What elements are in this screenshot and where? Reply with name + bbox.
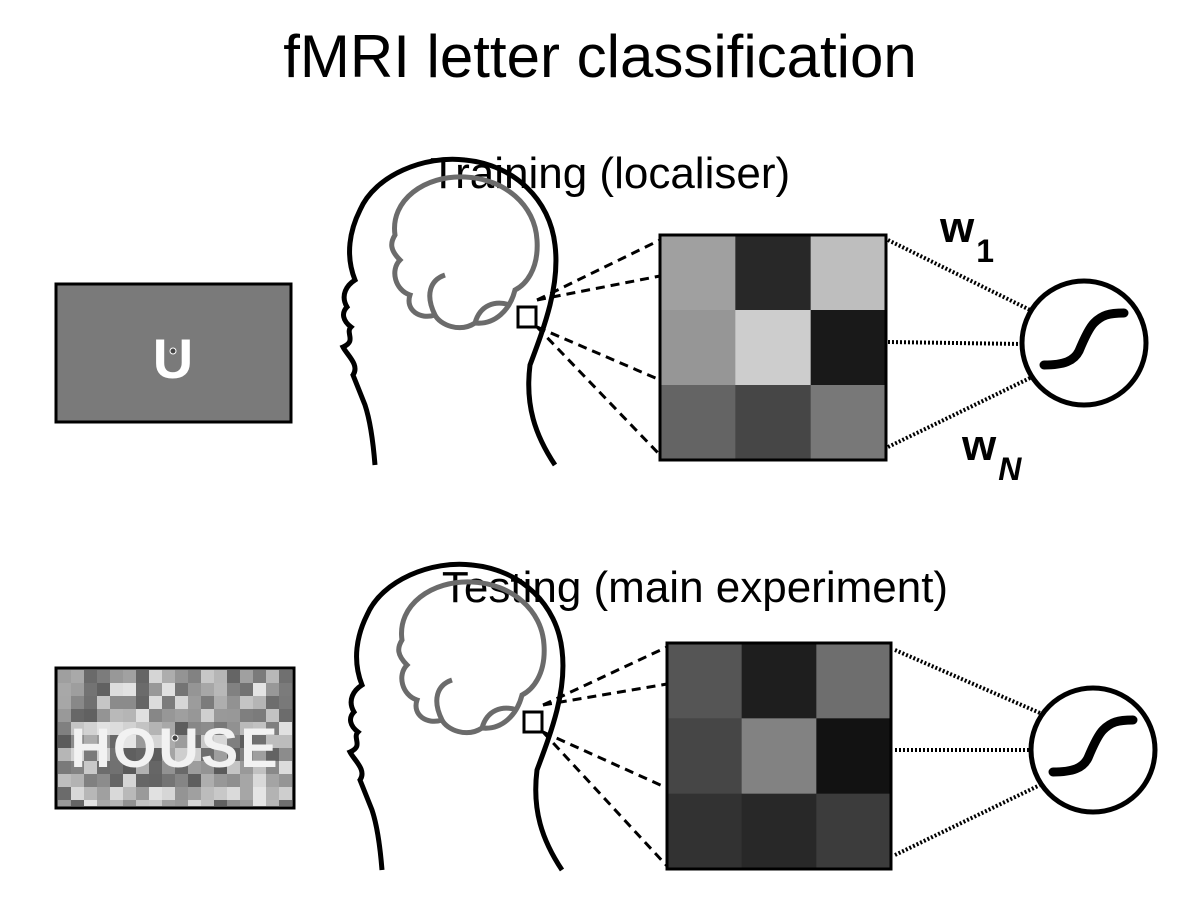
testing-voxel bbox=[741, 643, 817, 719]
training-brain-icon bbox=[392, 177, 537, 328]
training-weight-lines bbox=[887, 238, 1031, 449]
training-stimulus-letter: U bbox=[153, 327, 193, 390]
testing-grid-border bbox=[665, 641, 893, 871]
training-section: Training (localiser) U w1 bbox=[54, 149, 1149, 487]
training-voxel bbox=[810, 235, 887, 311]
testing-stimulus: HOUSE bbox=[54, 666, 296, 810]
training-voxel bbox=[660, 310, 736, 386]
testing-voxel-grid bbox=[665, 641, 893, 871]
training-voxel bbox=[810, 385, 887, 461]
training-voxel bbox=[735, 235, 812, 311]
training-roi-marker bbox=[516, 305, 538, 329]
training-voxel-grid bbox=[658, 233, 888, 462]
training-classifier-node bbox=[1019, 278, 1149, 408]
weight-label-bottom: wN bbox=[961, 421, 1022, 487]
training-voxel bbox=[735, 385, 812, 461]
testing-weight-lines bbox=[894, 648, 1041, 857]
testing-stimulus-noise bbox=[58, 670, 292, 806]
training-heading: Training (localiser) bbox=[430, 149, 790, 198]
training-voxel bbox=[810, 310, 887, 386]
testing-classifier-node bbox=[1028, 685, 1158, 815]
training-grid-border bbox=[658, 233, 888, 462]
training-voxel bbox=[660, 235, 736, 311]
testing-voxel bbox=[816, 793, 892, 870]
training-fixation-dot bbox=[169, 347, 177, 355]
testing-heading: Testing (main experiment) bbox=[442, 563, 948, 612]
training-head-icon bbox=[343, 159, 556, 465]
testing-voxel bbox=[667, 793, 743, 870]
diagram-title: fMRI letter classification bbox=[283, 23, 917, 90]
testing-voxel bbox=[816, 718, 892, 795]
weight-label-top: w1 bbox=[939, 203, 994, 269]
training-voxel bbox=[660, 385, 736, 461]
training-stimulus: U bbox=[54, 282, 293, 424]
testing-section: Testing (main experiment) HOUSE bbox=[54, 563, 1158, 871]
testing-stimulus-word: HOUSE bbox=[70, 716, 279, 779]
testing-projection-lines bbox=[541, 645, 669, 868]
testing-voxel bbox=[667, 718, 743, 795]
training-voxel bbox=[735, 310, 812, 386]
testing-voxel bbox=[741, 718, 817, 795]
testing-fixation-dot bbox=[171, 734, 179, 742]
testing-roi-marker bbox=[522, 710, 544, 734]
testing-voxel bbox=[667, 643, 743, 719]
testing-head-icon bbox=[350, 564, 563, 870]
training-projection-lines bbox=[535, 238, 662, 457]
testing-voxel bbox=[741, 793, 817, 870]
testing-voxel bbox=[816, 643, 892, 719]
